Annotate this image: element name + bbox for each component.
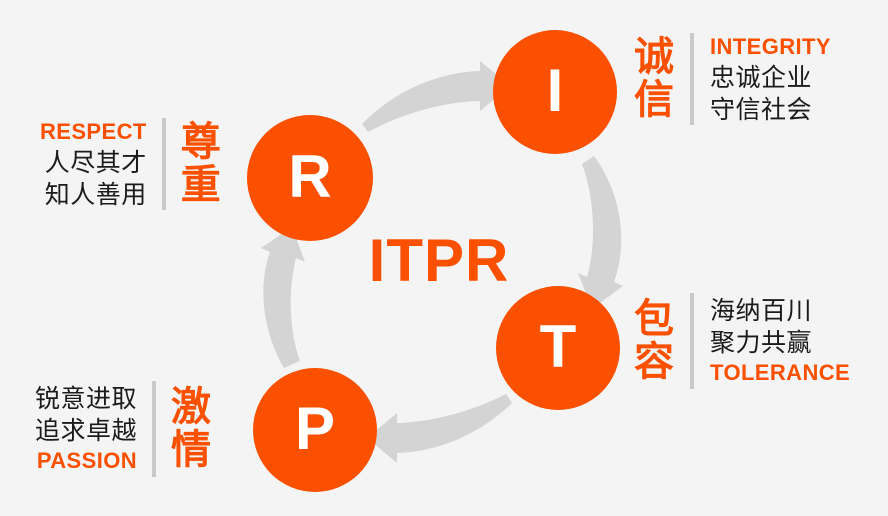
value-cn-line2-respect: 知人善用 (44, 180, 147, 209)
value-text-integrity: INTEGRITY 忠诚企业 守信社会 (710, 33, 831, 126)
arrow-passion-to-respect (261, 227, 305, 368)
value-block-tolerance: 包 容 海纳百川 聚力共赢 TOLERANCE (634, 293, 850, 389)
node-circle-integrity[interactable]: I (493, 30, 617, 154)
value-cn-line2-integrity: 守信社会 (710, 95, 813, 124)
divider-passion (152, 381, 157, 477)
value-cn-title-passion: 激 情 (171, 384, 212, 472)
value-cn-line2-passion: 追求卓越 (35, 416, 138, 445)
center-acronym-text: ITPR (368, 227, 510, 294)
value-text-passion: 锐意进取 追求卓越 PASSION (35, 383, 137, 476)
value-cn-line1-respect: 人尽其才 (44, 148, 147, 177)
value-english-respect: RESPECT (40, 119, 147, 144)
value-english-integrity: INTEGRITY (710, 34, 831, 59)
divider-tolerance (690, 293, 694, 389)
center-acronym: ITPR (0, 226, 888, 295)
value-cn-title-tolerance: 包 容 (634, 296, 674, 384)
arrow-respect-to-integrity (362, 61, 510, 132)
value-block-respect: RESPECT 人尽其才 知人善用 尊 重 (40, 118, 221, 211)
divider-respect (161, 118, 166, 211)
node-circle-passion[interactable]: P (253, 368, 377, 492)
value-english-tolerance: TOLERANCE (710, 359, 851, 385)
value-text-tolerance: 海纳百川 聚力共赢 TOLERANCE (710, 295, 850, 388)
value-block-integrity: 诚 信 INTEGRITY 忠诚企业 守信社会 (634, 33, 831, 126)
value-cn-line1-tolerance: 海纳百川 (710, 296, 813, 325)
arrow-tolerance-to-passion (367, 394, 512, 463)
node-letter-respect: R (288, 143, 332, 210)
value-cn-title-integrity: 诚 信 (634, 35, 674, 123)
arrow-integrity-to-tolerance (578, 156, 623, 309)
node-letter-passion: P (294, 395, 336, 462)
node-letter-tolerance: T (539, 313, 577, 380)
value-english-passion: PASSION (36, 447, 138, 473)
node-circle-respect[interactable]: R (247, 115, 373, 241)
value-cn-line1-integrity: 忠诚企业 (710, 63, 813, 92)
value-cn-line2-tolerance: 聚力共赢 (710, 328, 813, 357)
node-letter-integrity: I (546, 57, 564, 124)
value-cn-line1-passion: 锐意进取 (35, 384, 138, 413)
value-cn-title-respect: 尊 重 (180, 120, 221, 208)
value-text-respect: RESPECT 人尽其才 知人善用 (40, 118, 147, 211)
divider-integrity (690, 33, 694, 126)
value-block-passion: 锐意进取 追求卓越 PASSION 激 情 (35, 381, 211, 477)
node-circle-tolerance[interactable]: T (496, 286, 620, 410)
